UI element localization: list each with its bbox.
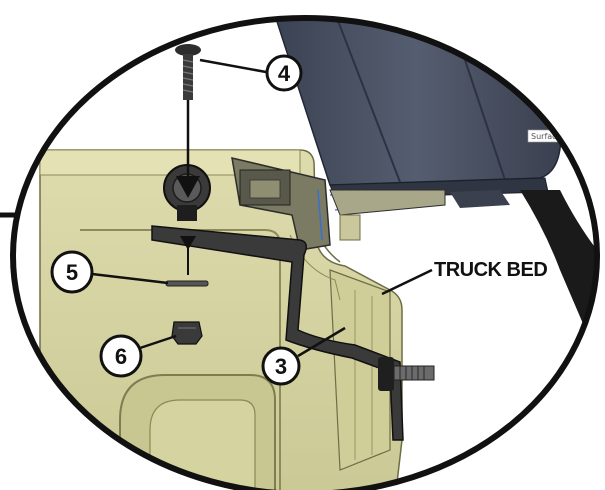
leader-5 <box>91 272 169 285</box>
assembly-arrow-head <box>176 176 200 198</box>
callout-4: 4 <box>265 54 303 92</box>
leader-6 <box>139 334 177 350</box>
weather-seal <box>520 190 597 360</box>
callout-3: 3 <box>261 346 301 386</box>
bolt <box>175 44 201 100</box>
callout-6: 6 <box>99 334 143 378</box>
surface-tag: Surface <box>531 132 562 141</box>
callout-5: 5 <box>50 250 94 294</box>
leader-3 <box>297 326 346 358</box>
svg-text:4: 4 <box>278 61 291 86</box>
truck-bed-label: TRUCK BED <box>434 259 547 281</box>
nut <box>171 321 203 345</box>
leader-truck-bed <box>381 268 433 296</box>
clamp-bracket <box>151 225 404 441</box>
bed-outer-wall <box>329 269 391 471</box>
svg-text:6: 6 <box>115 344 127 369</box>
rail-lip <box>329 189 446 216</box>
clamp-knob <box>378 357 394 391</box>
svg-text:5: 5 <box>66 260 78 285</box>
svg-text:3: 3 <box>275 354 287 379</box>
cover-edge <box>450 190 510 208</box>
leader-4 <box>199 58 267 74</box>
washer <box>165 280 209 287</box>
detail-frame <box>10 15 600 490</box>
